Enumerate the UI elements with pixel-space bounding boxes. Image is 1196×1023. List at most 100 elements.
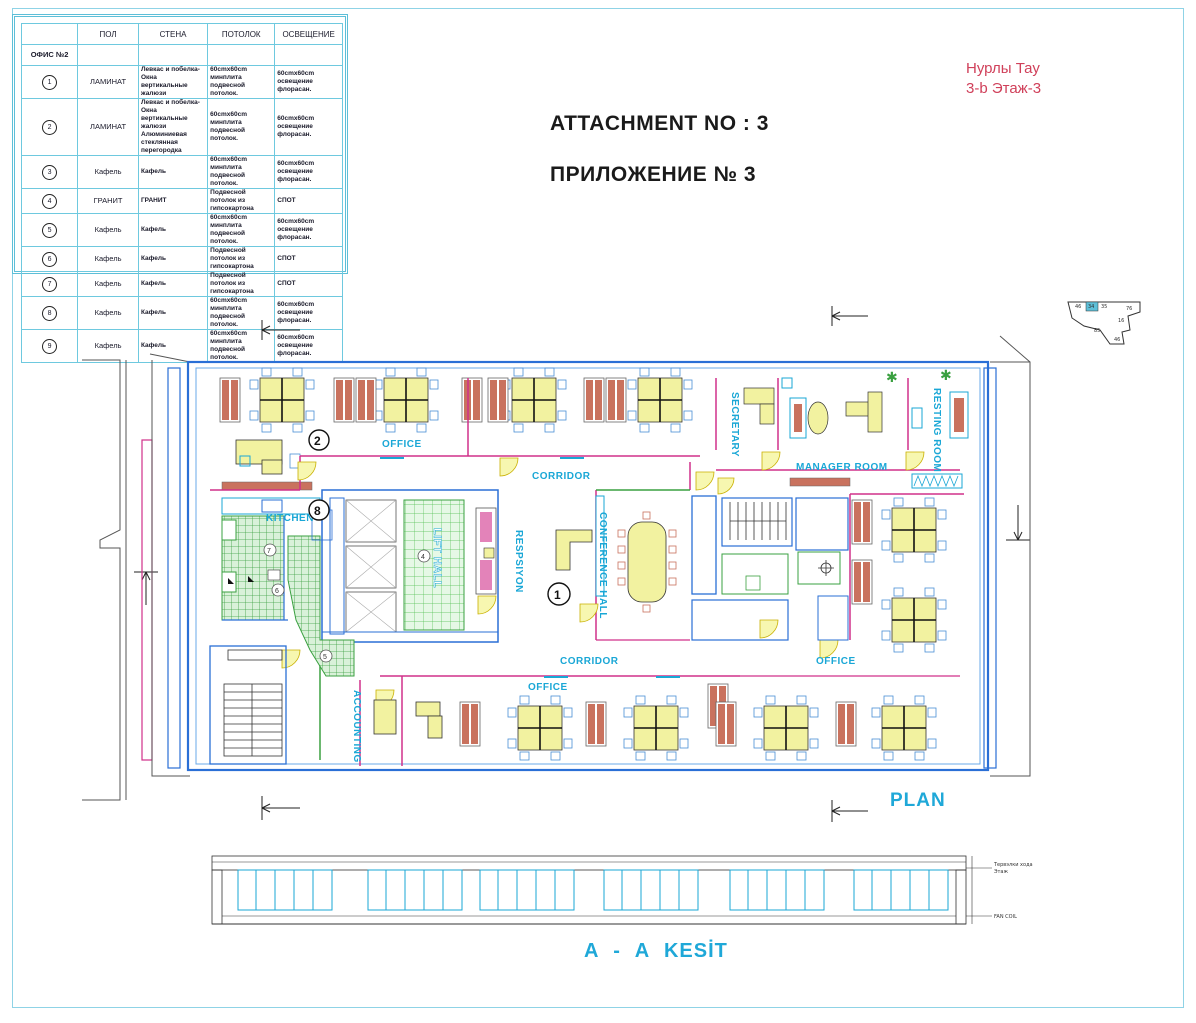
table-cell: ЛАМИНАТ: [77, 65, 139, 99]
reception-conference-furniture: [483, 495, 677, 613]
table-cell: Кафель: [137, 246, 209, 272]
plant-icon: ✱: [886, 369, 898, 385]
plan-label: PLAN: [890, 790, 946, 811]
row-number: 2: [42, 119, 58, 135]
project-name: Нурлы Тау: [966, 60, 1040, 77]
table-cell: 1: [20, 65, 79, 99]
section-note: Тервэлки хода: [993, 862, 1033, 868]
table-cell: ЛАМИНАТ: [77, 98, 139, 156]
table-cell: 60cmx60cm минплита подвесной потолок.: [207, 329, 276, 363]
table-cell: Кафель: [137, 213, 209, 247]
table-cell: 2: [20, 98, 79, 156]
label-accounting: ACCOUNTING: [351, 690, 362, 763]
zone-marker: 1: [554, 588, 561, 602]
section-label: A - A KESİT: [584, 940, 728, 962]
label-resting-room: RESTING ROOM: [931, 388, 942, 472]
table-cell: Кафель: [77, 271, 139, 297]
table-cell: 60cmx60cm освещение флорасан.: [274, 213, 343, 247]
key-plan-number: 85: [1094, 328, 1100, 334]
zone-marker: 5: [323, 654, 327, 661]
section-note: Этаж: [994, 869, 1008, 875]
title-attachment-ru: ПРИЛОЖЕНИЕ № 3: [550, 163, 756, 186]
row-number: 8: [42, 305, 58, 321]
table-cell: 5: [20, 213, 79, 247]
table-cell: Кафель: [77, 329, 139, 363]
table-cell: 6: [20, 246, 79, 272]
sheet-border: [12, 8, 1184, 1008]
key-plan: 46 34 35 76 85 16 46: [1067, 301, 1141, 345]
table-cell: 3: [20, 155, 79, 189]
table-cell: ГРАНИТ: [137, 188, 209, 214]
table-cell: 60cmx60cm освещение флорасан.: [274, 98, 343, 156]
label-respsiyon: RESPSIYON: [513, 530, 524, 593]
table-cell: Подвесной потолок из гипсокартона: [207, 188, 276, 214]
label-corridor-top: CORRIDOR: [532, 471, 591, 482]
label-manager-room: MANAGER ROOM: [796, 462, 888, 473]
row-number: 1: [42, 74, 58, 90]
label-office-top: OFFICE: [382, 439, 422, 450]
label-office-right: OFFICE: [816, 656, 856, 667]
label-corridor-bottom: CORRIDOR: [560, 656, 619, 667]
section-markers: [134, 306, 1030, 822]
adjacent-building: [82, 335, 1031, 801]
row-number: 9: [42, 338, 58, 354]
plant-icon: ✱: [940, 367, 952, 383]
exterior-walls: [167, 360, 997, 772]
stairs-left: [209, 645, 287, 765]
bottom-office-furniture: [373, 683, 937, 761]
right-office-furniture: [851, 497, 947, 653]
table-cell: 60cmx60cm минплита подвесной потолок.: [207, 213, 276, 247]
table-cell: 60cmx60cm минплита подвесной потолок.: [207, 296, 276, 330]
key-plan-number: 16: [1118, 318, 1124, 324]
zone-marker: 6: [275, 588, 279, 595]
stairs-right: [691, 495, 849, 641]
row-number: 4: [42, 193, 58, 209]
table-cell: 8: [20, 296, 79, 330]
label-secretary: SECRETARY: [729, 392, 740, 457]
table-cell: Левкас и побелка-Окна вертикальные жалюз…: [137, 98, 209, 156]
table-cell: Левкас и побелка-Окна вертикальные жалюз…: [137, 65, 209, 99]
core: [321, 489, 499, 643]
key-plan-number: 46: [1075, 304, 1081, 310]
glazed-partitions: [380, 457, 680, 678]
key-plan-number: 76: [1126, 306, 1132, 312]
title-attachment: ATTACHMENT NO : 3: [550, 112, 769, 135]
key-plan-number: 34: [1088, 304, 1094, 310]
top-office-furniture: [219, 367, 693, 491]
table-cell: Кафель: [137, 329, 209, 363]
table-cell: 9: [20, 329, 79, 363]
section-a-a: [211, 855, 992, 925]
row-number: 7: [42, 276, 58, 292]
key-plan-number: 46: [1114, 337, 1120, 343]
row-number: 3: [42, 164, 58, 180]
label-lift-hall: LIFT HALL: [431, 528, 443, 588]
table-cell: Подвесной потолок из гипсокартона: [207, 246, 276, 272]
section-note: FAN COIL: [994, 914, 1017, 920]
zone-marker: 2: [314, 434, 321, 448]
table-cell: ГРАНИТ: [77, 188, 139, 214]
table-cell: 60cmx60cm освещение флорасан.: [274, 155, 343, 189]
table-cell: 60cmx60cm минплита подвесной потолок.: [207, 98, 276, 156]
label-office-bottom: OFFICE: [528, 682, 568, 693]
zone-marker: 8: [314, 504, 321, 518]
table-cell: 60cmx60cm минплита подвесной потолок.: [207, 65, 276, 99]
table-cell: 60cmx60cm минплита подвесной потолок.: [207, 155, 276, 189]
table-cell: Кафель: [137, 296, 209, 330]
row-number: 5: [42, 222, 58, 238]
zone-markers: 2 8 1 4 5 6 7: [263, 429, 571, 663]
table-cell: Подвесной потолок из гипсокартона: [207, 271, 276, 297]
manager-suite-furniture: ✱ ✱: [743, 367, 969, 489]
zone-marker: 4: [421, 554, 425, 561]
block-floor: 3-b Этаж-3: [966, 80, 1042, 97]
label-kitchen: KITCHEN: [266, 513, 314, 524]
zone-marker: 7: [267, 548, 271, 555]
table-cell: Кафель: [137, 271, 209, 297]
